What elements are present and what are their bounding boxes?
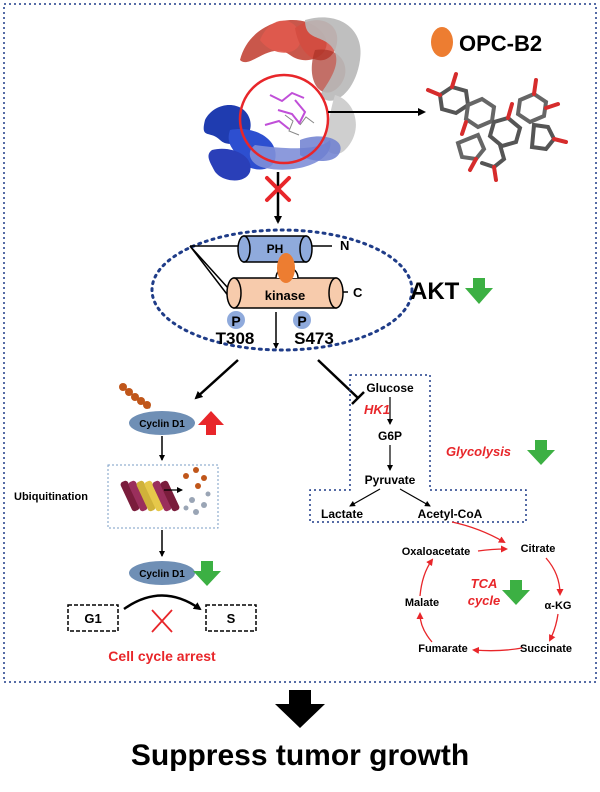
g1-phase-label: G1	[84, 611, 101, 626]
tca-cycle-label-line2: cycle	[468, 593, 501, 608]
down-arrow-icon	[502, 580, 530, 605]
up-arrow-icon	[198, 411, 224, 435]
cross-icon	[265, 176, 291, 202]
ubiquitination-label: Ubiquitination	[14, 491, 88, 503]
pyruvate-to-acetylcoa-arrow	[399, 488, 431, 507]
fumarate-label: Fumarate	[418, 643, 468, 655]
conclusion-down-arrow-icon	[275, 690, 325, 728]
c-terminus-label: C	[353, 285, 363, 300]
s-phase-box	[205, 604, 257, 632]
cyclin-d1-bottom	[129, 561, 195, 585]
g1-to-s-arrow	[123, 594, 202, 611]
outer-frame	[3, 3, 597, 683]
down-arrow-icon	[193, 561, 221, 586]
akt-to-hk1-inhibition	[317, 359, 359, 399]
ph-domain-label: PH	[267, 242, 284, 256]
g1-phase-box	[67, 604, 119, 632]
binding-site-circle	[238, 73, 330, 165]
pyruvate-to-lactate-arrow	[349, 488, 381, 507]
tca-cycle-label-line1: TCA	[471, 576, 498, 591]
phospho-s473-icon	[293, 311, 311, 329]
acetyl-coa-label: Acetyl-CoA	[418, 507, 483, 521]
succinate-label: Succinate	[520, 643, 572, 655]
citrate-label: Citrate	[521, 543, 556, 555]
tca-cycle-arrows	[416, 545, 564, 654]
cyclin-d1-top-label: Cyclin D1	[139, 419, 185, 430]
n-terminus-label: N	[340, 238, 349, 253]
s-phase-label: S	[227, 611, 236, 626]
ubiquitination-box	[107, 464, 219, 529]
ubiquitin-chain-icon	[119, 383, 151, 409]
proteasome-icon	[120, 480, 180, 512]
site-t308-label: T308	[216, 329, 255, 348]
g6p-label: G6P	[378, 429, 402, 443]
lactate-label: Lactate	[321, 507, 363, 521]
phospho-s473-symbol: P	[297, 313, 306, 329]
degraded-fragments-icon	[183, 467, 211, 515]
ligand-legend-icon	[431, 27, 453, 57]
akt-to-cyclin-arrow	[194, 359, 239, 400]
hk1-enzyme-label: HK1	[364, 402, 390, 417]
acetylcoa-to-citrate-arrow	[451, 521, 506, 544]
cell-cycle-arrest-label: Cell cycle arrest	[108, 648, 216, 664]
down-arrow-icon	[527, 440, 555, 465]
site-s473-label: S473	[294, 329, 334, 348]
conclusion-text: Suppress tumor growth	[131, 739, 469, 772]
akt-protein-structure	[203, 17, 361, 181]
kinase-domain-label: kinase	[265, 288, 305, 303]
cyclin-d1-bottom-label: Cyclin D1	[139, 569, 185, 580]
cross-icon	[151, 609, 173, 633]
akg-label: α-KG	[545, 600, 572, 612]
phospho-t308-icon	[227, 311, 245, 329]
ligand-name: OPC-B2	[459, 31, 542, 56]
akt-label: AKT	[410, 278, 460, 305]
oxaloacetate-label: Oxaloacetate	[402, 546, 470, 558]
glycolysis-label: Glycolysis	[446, 444, 511, 459]
down-arrow-icon	[465, 278, 493, 304]
glucose-label: Glucose	[366, 381, 414, 395]
phospho-t308-symbol: P	[231, 313, 240, 329]
ph-domain: PH	[237, 235, 313, 263]
akt-complex-border	[150, 228, 414, 352]
hk1-inhibition-bar	[351, 391, 365, 405]
malate-label: Malate	[405, 597, 439, 609]
pyruvate-label: Pyruvate	[365, 473, 416, 487]
opc-b2-bound-icon	[277, 253, 295, 283]
cyclin-d1-top	[129, 411, 195, 435]
opc-b2-molecule	[426, 72, 568, 182]
